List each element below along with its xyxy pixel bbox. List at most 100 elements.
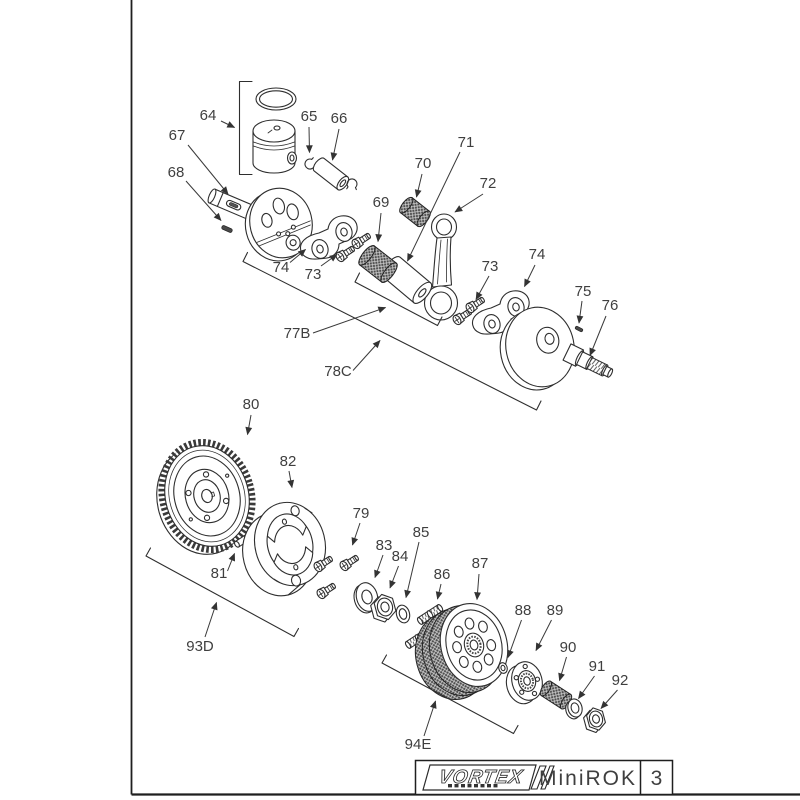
svg-text:94E: 94E — [405, 736, 432, 753]
svg-text:67: 67 — [169, 127, 186, 144]
svg-text:81: 81 — [211, 565, 228, 582]
svg-text:73: 73 — [305, 266, 322, 283]
group-bracket-77b — [354, 272, 443, 327]
callout-89: 89 — [535, 602, 564, 652]
callout-82: 82 — [280, 453, 297, 489]
callout-64: 64 — [200, 107, 236, 128]
callout-73-left: 73 — [305, 254, 338, 283]
callout-92: 92 — [600, 672, 629, 710]
nut-84 — [370, 593, 397, 623]
bearing-support-74-right — [471, 290, 530, 335]
svg-text:87: 87 — [472, 555, 489, 572]
svg-text:86: 86 — [434, 566, 451, 583]
svg-text:80: 80 — [243, 396, 260, 413]
screw-79-b — [337, 552, 361, 573]
callouts: 64 65 66 67 68 69 70 71 72 73 74 73 74 7… — [168, 107, 629, 753]
callout-79: 79 — [351, 505, 370, 546]
starter-ring-gear-80 — [156, 438, 256, 555]
callout-80: 80 — [243, 396, 260, 436]
washer-88 — [498, 662, 508, 674]
svg-text:84: 84 — [392, 548, 409, 565]
svg-text:88: 88 — [515, 602, 532, 619]
callout-81: 81 — [211, 552, 236, 582]
sprocket-hub-89 — [505, 661, 543, 705]
callout-87: 87 — [472, 555, 489, 601]
callout-91: 91 — [578, 658, 606, 700]
group-bracket-78c — [242, 251, 542, 411]
svg-text:76: 76 — [602, 297, 619, 314]
svg-text:91: 91 — [589, 658, 606, 675]
logo-slash-1 — [530, 765, 547, 790]
svg-text:65: 65 — [301, 108, 318, 125]
callout-90: 90 — [558, 639, 577, 682]
svg-text:93D: 93D — [186, 638, 214, 655]
vortex-logo-text: VORTEX — [437, 767, 525, 788]
piston-64 — [252, 119, 298, 174]
bearing-support-74-left — [299, 215, 358, 260]
callout-73-right: 73 — [475, 258, 498, 301]
callout-65: 65 — [301, 108, 318, 154]
svg-text:70: 70 — [415, 155, 432, 172]
connecting-rod-72 — [423, 213, 459, 321]
svg-text:92: 92 — [612, 672, 629, 689]
svg-text:78C: 78C — [324, 363, 352, 380]
piston-ring-64 — [255, 87, 297, 111]
callout-77b: 77B — [284, 306, 387, 342]
callout-74-right: 74 — [524, 246, 546, 288]
screw-79-c — [314, 580, 338, 601]
callout-75: 75 — [575, 283, 592, 324]
callout-76: 76 — [589, 297, 619, 357]
callout-74-left: 74 — [273, 249, 307, 276]
svg-text:74: 74 — [529, 246, 546, 263]
woodruff-key-68 — [221, 225, 233, 233]
svg-text:85: 85 — [413, 524, 430, 541]
callout-84: 84 — [389, 548, 409, 589]
svg-text:68: 68 — [168, 164, 185, 181]
svg-text:90: 90 — [560, 639, 577, 656]
model-name: MiniROK — [539, 767, 637, 790]
group-bracket-94e — [381, 654, 519, 735]
callout-78c: 78C — [324, 339, 381, 380]
logo-slash-2 — [540, 765, 555, 790]
callout-69: 69 — [373, 194, 389, 243]
callout-66: 66 — [330, 110, 348, 161]
woodruff-key-75 — [574, 325, 584, 333]
piston-group-bracket — [238, 80, 253, 176]
nut-92 — [583, 707, 606, 734]
clutch-drum-87 — [414, 602, 509, 701]
needle-bearing-69 — [358, 245, 398, 283]
callout-93d: 93D — [186, 601, 218, 655]
washer-91 — [565, 698, 583, 720]
svg-text:66: 66 — [331, 110, 348, 127]
crank-half-left-67 — [207, 187, 313, 262]
callout-67: 67 — [169, 127, 229, 195]
group-bracket-93d — [145, 547, 300, 638]
crank-half-right-76 — [499, 306, 614, 391]
vortex-logo: VORTEX — [422, 764, 555, 791]
callout-71: 71 — [407, 134, 475, 262]
svg-text:82: 82 — [280, 453, 297, 470]
callout-70: 70 — [415, 155, 432, 198]
logo-stripe — [448, 784, 498, 788]
svg-text:77B: 77B — [284, 325, 311, 342]
callout-68: 68 — [168, 164, 222, 222]
svg-text:89: 89 — [547, 602, 564, 619]
clutch-shoe-assembly-82 — [242, 501, 326, 597]
callout-85: 85 — [404, 524, 430, 599]
svg-text:79: 79 — [353, 505, 370, 522]
needle-bearing-90 — [539, 680, 573, 710]
svg-text:72: 72 — [480, 175, 497, 192]
wrist-pin-66 — [312, 157, 350, 191]
needle-bearing-70 — [399, 196, 431, 228]
svg-text:71: 71 — [458, 134, 475, 151]
svg-text:75: 75 — [575, 283, 592, 300]
svg-text:83: 83 — [376, 537, 393, 554]
callout-72: 72 — [454, 175, 497, 213]
callout-88: 88 — [507, 602, 532, 659]
page-number: 3 — [651, 767, 663, 790]
title-block: VORTEX MiniROK 3 — [414, 759, 674, 796]
callout-94e: 94E — [405, 700, 437, 753]
spacer-85 — [395, 604, 411, 624]
